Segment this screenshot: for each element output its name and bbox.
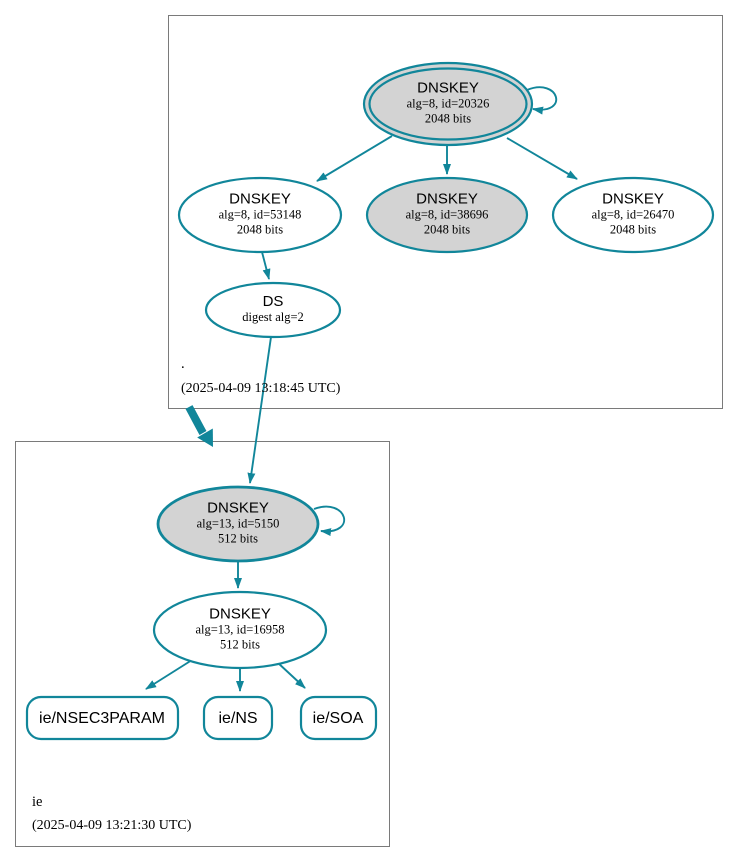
ie-soa-rrset-node[interactable] — [299, 695, 378, 741]
ie-zone-timestamp: (2025-04-09 13:21:30 UTC) — [32, 818, 192, 833]
root-zone-timestamp: (2025-04-09 13:18:45 UTC) — [181, 381, 341, 396]
ie-nsec3param-rrset-node[interactable] — [25, 695, 180, 741]
edge-ie-zsk-to-nsec3param — [145, 659, 193, 690]
zone-box-ie — [15, 441, 390, 847]
root-ksk-node[interactable] — [362, 61, 534, 147]
root-zsk-right-node[interactable] — [551, 176, 715, 254]
delegation-arrow-head — [197, 428, 213, 447]
root-ds-node[interactable] — [204, 281, 342, 339]
root-zsk-left-node[interactable] — [177, 176, 343, 254]
ie-zsk-node[interactable] — [152, 590, 328, 670]
delegation-arrow-shaft — [185, 405, 207, 435]
root-ksk-node-inner-ring — [368, 67, 528, 141]
ie-zone-name: ie — [32, 794, 43, 810]
root-zsk-mid-node[interactable] — [365, 176, 529, 254]
edge-ds-to-ie-ksk — [247, 336, 272, 484]
edge-root-ksk-to-zsk-left — [316, 135, 393, 182]
edge-root-ksk-to-zsk-right — [506, 137, 578, 180]
edge-root-ksk-self-loop — [526, 86, 558, 115]
zone-box-root — [168, 15, 723, 409]
edge-root-zsk-to-ds — [261, 251, 271, 280]
ie-ksk-node[interactable] — [156, 485, 320, 563]
edge-ie-ksk-self-loop — [313, 505, 346, 537]
edge-ie-zsk-to-soa — [276, 661, 306, 689]
root-zone-name: . — [181, 356, 185, 372]
ie-ns-rrset-node[interactable] — [202, 695, 274, 741]
